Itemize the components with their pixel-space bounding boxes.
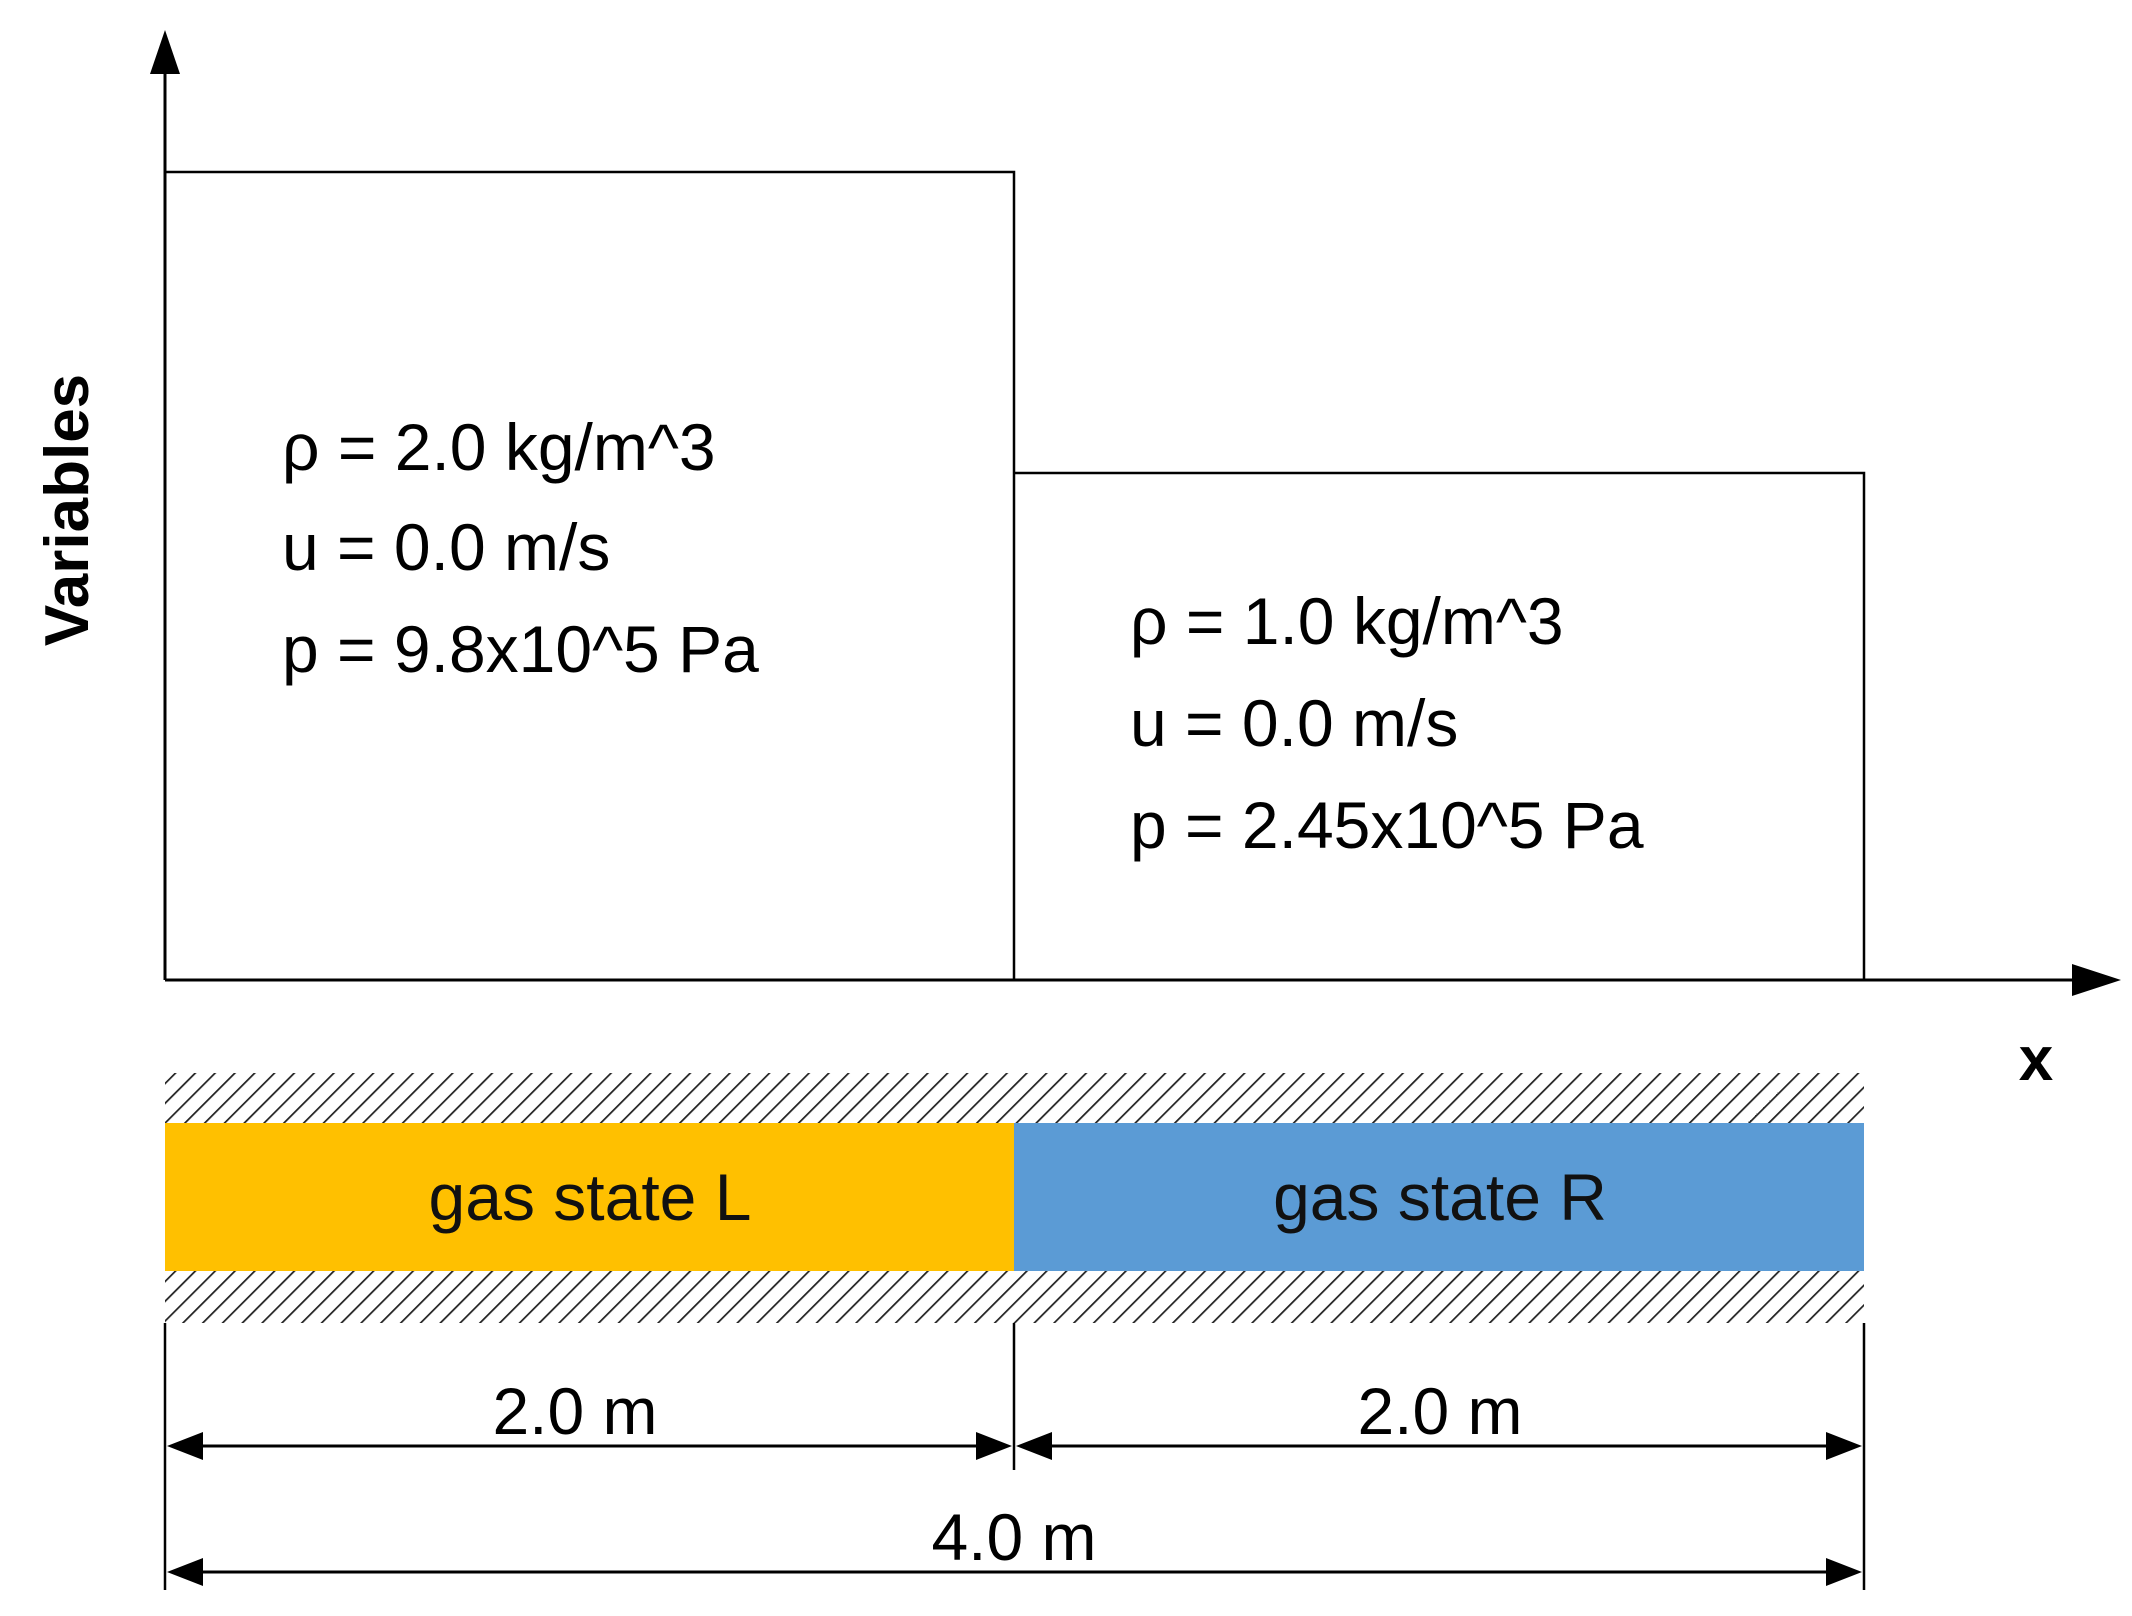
tube-wall-top [165, 1073, 1864, 1123]
left-density: ρ = 2.0 kg/m^3 [282, 410, 716, 484]
left-state-values: ρ = 2.0 kg/m^3 u = 0.0 m/s p = 9.8x10^5 … [282, 410, 759, 686]
left-velocity: u = 0.0 m/s [282, 510, 610, 584]
y-axis [150, 30, 180, 980]
dimension-extension-lines [163, 1323, 1866, 1590]
gas-region-right-label: gas state R [1273, 1160, 1607, 1234]
right-velocity: u = 0.0 m/s [1130, 686, 1458, 760]
tube-wall-bottom [165, 1271, 1864, 1323]
dimension-total: 4.0 m [167, 1500, 1862, 1586]
dimension-left: 2.0 m [167, 1374, 1012, 1460]
left-state-step [165, 170, 1016, 980]
right-pressure: p = 2.45x10^5 Pa [1130, 788, 1644, 862]
arrowhead-right-icon [976, 1432, 1012, 1460]
y-axis-title: Variables [33, 374, 102, 646]
dimension-total-label: 4.0 m [931, 1500, 1096, 1574]
gas-region-left-label: gas state L [429, 1160, 752, 1234]
right-state-step [1014, 471, 1866, 980]
dimension-left-label: 2.0 m [492, 1374, 657, 1448]
x-axis [165, 964, 2121, 996]
arrowhead-right-icon [1826, 1558, 1862, 1586]
right-density: ρ = 1.0 kg/m^3 [1130, 584, 1564, 658]
arrowhead-left-icon [167, 1432, 203, 1460]
x-axis-title: x [2019, 1025, 2054, 1094]
initial-condition-profile [165, 170, 1866, 980]
arrowhead-left-icon [1016, 1432, 1052, 1460]
gas-region-left [165, 1123, 1014, 1271]
dimension-right-label: 2.0 m [1357, 1374, 1522, 1448]
right-state-values: ρ = 1.0 kg/m^3 u = 0.0 m/s p = 2.45x10^5… [1130, 584, 1644, 862]
gas-region-right [1014, 1123, 1864, 1271]
arrowhead-right-icon [1826, 1432, 1862, 1460]
left-pressure: p = 9.8x10^5 Pa [282, 612, 759, 686]
x-axis-arrow-icon [2072, 964, 2121, 996]
y-axis-arrow-icon [150, 30, 180, 74]
arrowhead-left-icon [167, 1558, 203, 1586]
dimension-right: 2.0 m [1016, 1374, 1862, 1460]
